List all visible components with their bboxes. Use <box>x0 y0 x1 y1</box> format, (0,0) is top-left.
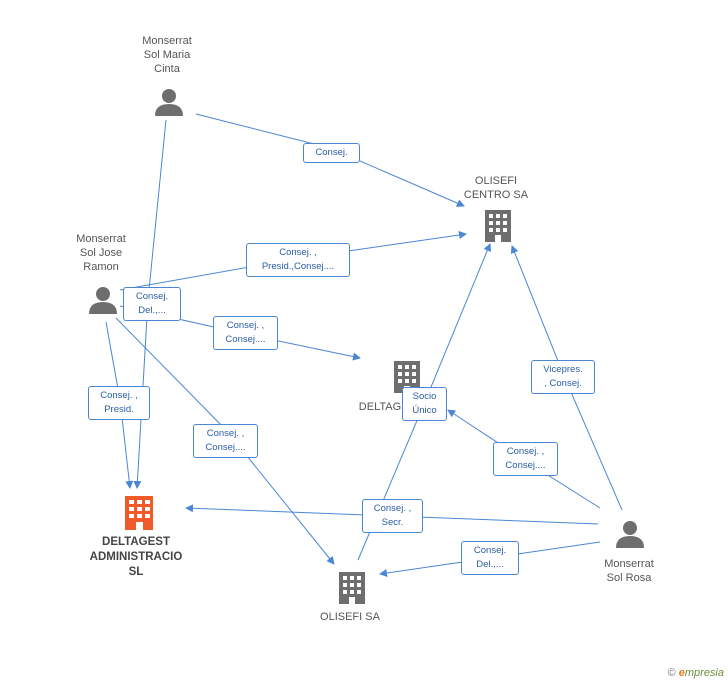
building-icon-main[interactable] <box>125 496 153 530</box>
brand-logo-text: mpresia <box>684 667 724 679</box>
brand-logo-e: e <box>678 667 685 679</box>
node-label-deltagest-admin[interactable]: DELTAGEST ADMINISTRACIO SL <box>89 536 183 578</box>
edge-label[interactable]: Consej. , Presid. <box>88 386 150 420</box>
node-label-monserrat-jose[interactable]: Monserrat Sol Jose Ramon <box>76 233 126 273</box>
node-label-olisefi-centro[interactable]: OLISEFI CENTRO SA <box>463 175 529 201</box>
edge-label[interactable]: Consej. , Consej.... <box>213 316 278 350</box>
node-label-olisefi-sa[interactable]: OLISEFI SA <box>320 611 380 623</box>
node-label-deltag[interactable]: DELTAG <box>358 401 402 413</box>
person-icon[interactable] <box>616 521 644 548</box>
person-icon[interactable] <box>89 287 117 314</box>
node-label-monserrat-rosa[interactable]: Monserrat Sol Rosa <box>604 558 654 584</box>
edge-label[interactable]: Consej. <box>303 143 360 163</box>
person-icon[interactable] <box>155 89 183 116</box>
edge-label[interactable]: Consej. Del.,... <box>123 287 181 321</box>
edge-label[interactable]: Socio Único <box>402 387 447 421</box>
building-icon[interactable] <box>485 210 511 242</box>
edge-label[interactable]: Consej. , Consej.... <box>493 442 558 476</box>
edge-label[interactable]: Vicepres. , Consej. <box>531 360 595 394</box>
edge-label[interactable]: Consej. , Presid.,Consej.... <box>246 243 350 277</box>
brand-footer: ©empresia <box>668 667 724 679</box>
building-icon[interactable] <box>339 572 365 604</box>
edge-label[interactable]: Consej. Del.,... <box>461 541 519 575</box>
edge-label[interactable]: Consej. , Secr. <box>362 499 423 533</box>
copyright-symbol: © <box>667 667 676 679</box>
edge-label[interactable]: Consej. , Consej.... <box>193 424 258 458</box>
node-label-monserrat-maria[interactable]: Monserrat Sol Maria Cinta <box>142 35 192 75</box>
